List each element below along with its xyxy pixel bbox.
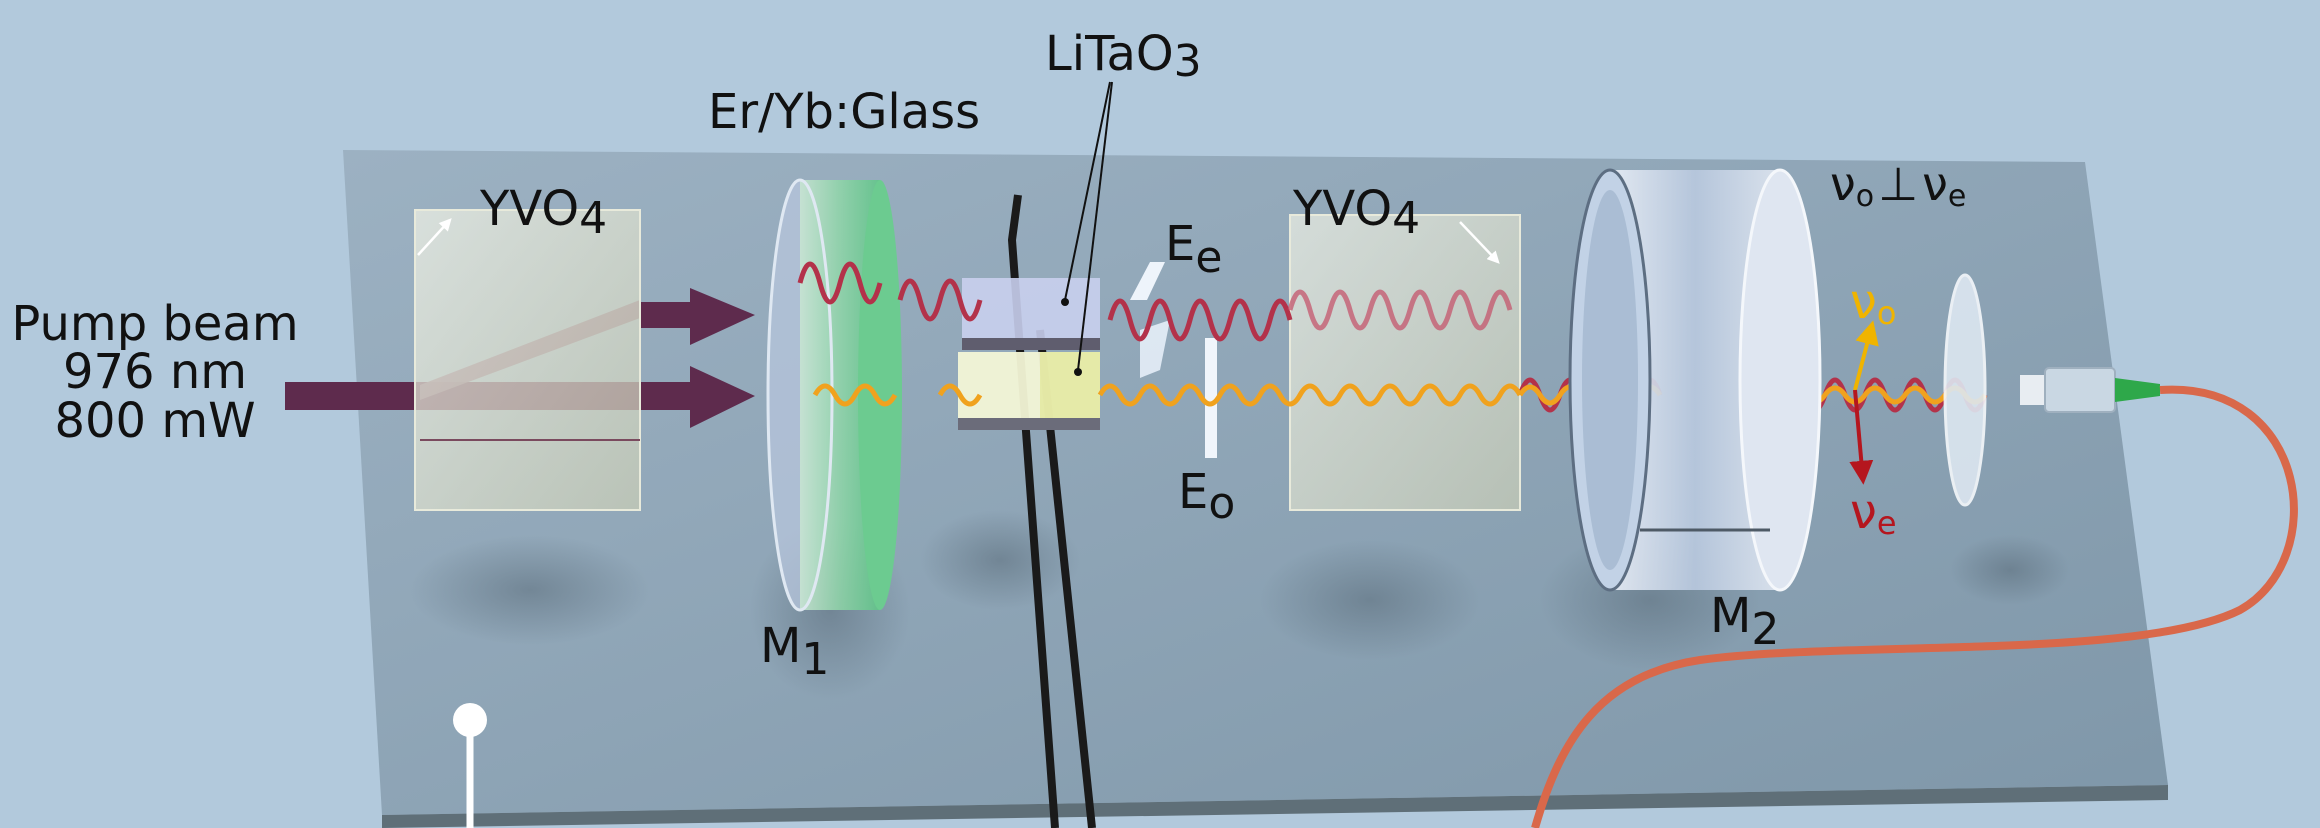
litao3-crystal [958,278,1100,430]
output-mirror-m2 [1568,168,1822,592]
pump-arrowhead-lower [690,366,755,428]
orthogonal-polarization-label: νo⊥νe [1830,157,1966,214]
fiber-connector [2020,367,2160,413]
gain-medium-label: Er/Yb:Glass [708,84,980,140]
nu-o-arrow [1853,320,1879,391]
pump-beam-label-line3: 800 mW [54,393,255,449]
optic-axis-arrow-icon [1459,221,1500,264]
yvo4-left-label: YVO4 [479,181,607,244]
e-extraordinary-label: Ee [1165,216,1222,283]
pump-arrowhead-upper [690,288,755,345]
e-ordinary-label: Eo [1178,464,1235,529]
litao3-leader-lines [1061,81,1113,376]
mirror-m1-label: M1 [760,618,829,685]
yvo4-crystal-right [1289,214,1521,511]
pump-beam-label-line1: Pump beam [11,296,298,352]
eo-crystal-label: LiTaO3 [1045,26,1202,87]
mounting-post [453,703,487,828]
nu-o-label: νo [1850,274,1896,332]
mirror-m2-label: M2 [1710,588,1779,655]
gain-medium-glass [766,178,902,612]
polarization-arrows [1849,320,1879,485]
nu-e-label: νe [1850,484,1897,542]
nu-e-arrow [1849,389,1874,485]
polarization-plates [1130,262,1217,458]
yvo4-right-label: YVO4 [1292,181,1420,244]
optic-axis-arrow-icon [417,218,452,256]
fiber-collimator-lens [1943,273,1987,507]
pump-beam-label-line2: 976 nm [63,344,247,400]
yvo4-crystal-left [414,209,641,511]
output-fiber [1531,385,2298,828]
